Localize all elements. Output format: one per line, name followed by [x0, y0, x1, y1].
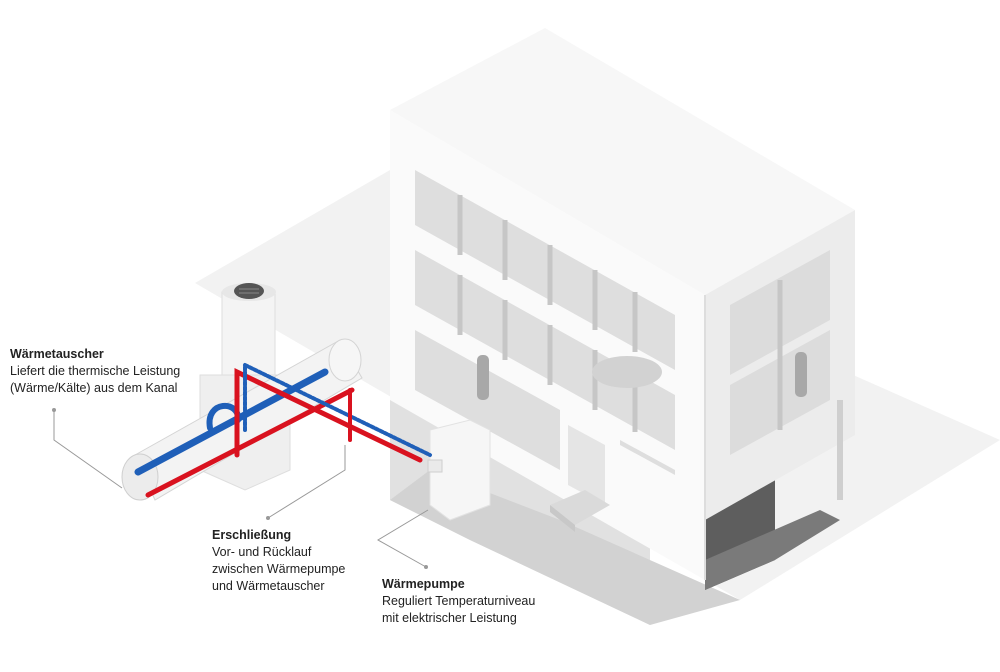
- window-band-bottom-right: [620, 440, 675, 475]
- window-band-middle: [415, 250, 675, 450]
- label-line: mit elektrischer Leistung: [382, 611, 517, 625]
- label-line: und Wärmetauscher: [212, 579, 325, 593]
- leader-waermetauscher: [53, 410, 123, 489]
- label-erschliessung: Erschließung Vor- und Rücklauf zwischen …: [212, 527, 345, 595]
- supply-pipe: [145, 387, 355, 498]
- label-line: Liefert die thermische Leistung: [10, 364, 181, 378]
- label-line: zwischen Wärmepumpe: [212, 562, 346, 576]
- heat-pump-unit: [427, 419, 491, 521]
- supply-riser: [234, 368, 423, 463]
- ceiling-lamp: [592, 356, 662, 388]
- heat-exchanger-pipes: [134, 361, 432, 498]
- leader-waermepumpe: [377, 509, 429, 568]
- manhole-cover: [234, 283, 264, 299]
- leader-lines: [52, 408, 429, 569]
- label-title: Wärmetauscher: [10, 347, 104, 361]
- building-roof: [390, 28, 855, 295]
- label-line: Vor- und Rücklauf: [212, 545, 312, 559]
- label-waermepumpe: Wärmepumpe Reguliert Temperaturniveau mi…: [382, 576, 535, 627]
- label-title: Wärmepumpe: [382, 577, 465, 591]
- garage-floor: [705, 510, 840, 590]
- window-band-bottom: [415, 330, 560, 470]
- entrance-steps: [550, 490, 610, 525]
- label-title: Erschließung: [212, 528, 292, 542]
- return-riser: [243, 361, 432, 457]
- label-waermetauscher: Wärmetauscher Liefert die thermische Lei…: [10, 346, 180, 397]
- label-line: (Wärme/Kälte) aus dem Kanal: [10, 381, 178, 395]
- leader-erschliessung: [267, 445, 346, 519]
- person-silhouette-2: [795, 352, 807, 397]
- building: [390, 28, 855, 580]
- window-band-top: [415, 170, 675, 370]
- entrance-steps-side: [550, 505, 575, 532]
- person-silhouette-1: [477, 355, 489, 400]
- door: [568, 425, 605, 505]
- label-line: Reguliert Temperaturniveau: [382, 594, 536, 608]
